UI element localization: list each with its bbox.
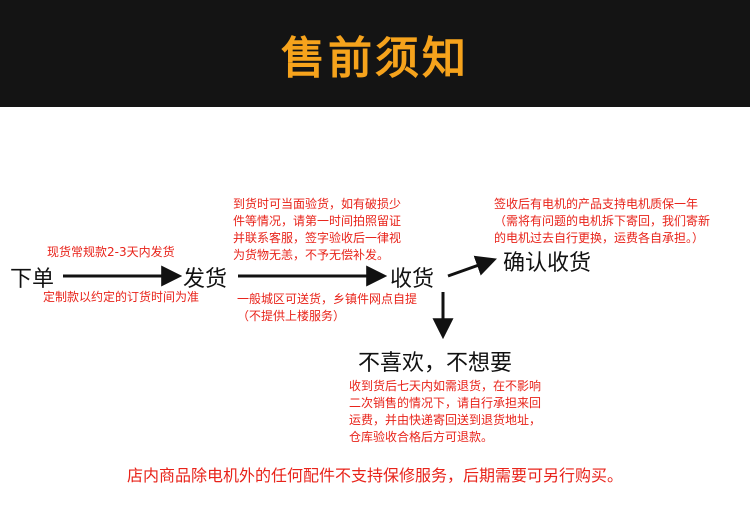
flow-step-receive: 收货 [390,267,435,292]
note-line: 一般城区可送货，乡镇件网点自提 [237,292,418,306]
note-line: 的电机过去自行更换，运费各自承担。） [494,231,705,245]
arrow-receive-to-confirm [447,255,497,278]
note-line: 二次销售的情况下，请自行承担来回 [349,396,542,410]
note-delivery: 一般城区可送货，乡镇件网点自提 （不提供上楼服务） [237,291,417,325]
note-line: 到货时可当面验货，如有破损少 [233,197,402,211]
note-line: 签收后有电机的产品支持电机质保一年 [494,197,699,211]
note-stock-shipping: 现货常规款2-3天内发货 [47,245,175,259]
note-line: 并联系客服，签字验收后一律视 [233,231,402,245]
flow-step-dislike: 不喜欢，不想要 [358,351,513,376]
note-warranty: 签收后有电机的产品支持电机质保一年 （需将有问题的电机拆下寄回，我们寄新 的电机… [494,196,710,247]
flow-step-ship: 发货 [183,267,228,292]
footer-note: 店内商品除电机外的任何配件不支持保修服务，后期需要可另行购买。 [126,466,623,485]
note-inspection: 到货时可当面验货，如有破损少 件等情况，请第一时间拍照留证 并联系客服，签字验收… [233,196,401,264]
page-title: 售前须知 [281,33,469,84]
note-line: 为货物无恙，不予无偿补发。 [233,248,390,262]
flow-step-confirm: 确认收货 [503,251,592,276]
note-line: 件等情况，请第一时间拍照留证 [233,214,402,228]
note-line: （需将有问题的电机拆下寄回，我们寄新 [494,214,711,228]
note-line: 运费，并由快递寄回送到退货地址， [349,413,542,427]
note-line: （不提供上楼服务） [237,309,346,323]
note-returns: 收到货后七天内如需退货，在不影响 二次销售的情况下，请自行承担来回 运费，并由快… [349,378,541,446]
note-custom-shipping: 定制款以约定的订货时间为准 [43,290,200,304]
header-banner: 售前须知 [0,0,750,107]
note-line: 仓库验收合格后方可退款。 [349,430,494,444]
note-line: 收到货后七天内如需退货，在不影响 [349,379,542,393]
flow-step-order: 下单 [10,267,55,292]
